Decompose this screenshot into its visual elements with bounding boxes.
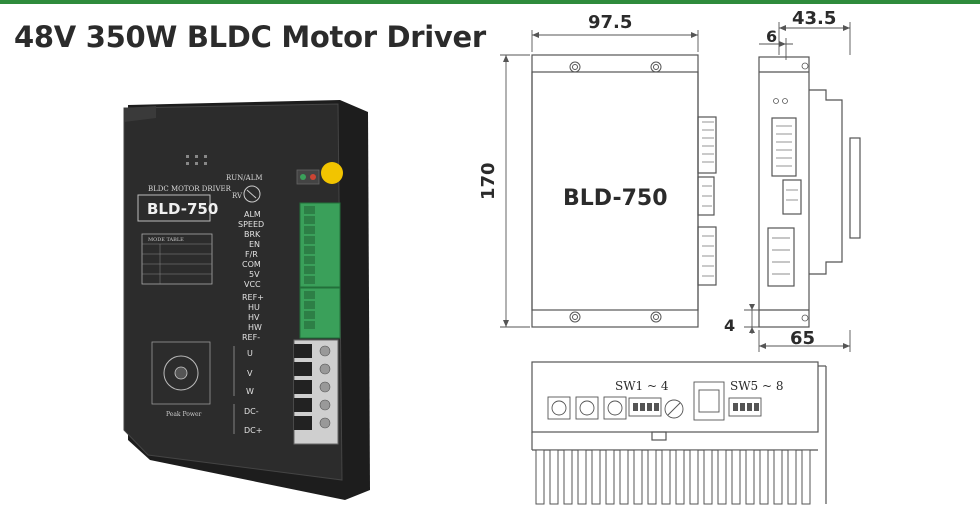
photo-yellow-sticker: [321, 162, 343, 184]
accent-bar: [0, 0, 980, 4]
heatsink-fins: [535, 449, 811, 505]
dim-depth-base: 65: [790, 328, 815, 349]
front-view-model: BLD-750: [563, 186, 668, 211]
dim-width: 97.5: [588, 12, 632, 33]
end-dip-switch-left: [628, 397, 662, 417]
end-sw-left-label: SW1 ~ 4: [615, 379, 669, 393]
photo-peak-power: Peak Power: [166, 411, 202, 418]
photo-label-vcc: VCC: [244, 280, 261, 289]
photo-label-w: W: [246, 387, 254, 396]
photo-label-ref-minus: REF-: [242, 333, 260, 342]
photo-label-brk: BRK: [244, 230, 261, 239]
photo-rv: RV: [232, 192, 243, 200]
dim-offset-top: 6: [766, 27, 777, 46]
photo-mode-table-title: MODE TABLE: [148, 237, 184, 243]
photo-label-com: COM: [242, 260, 261, 269]
front-screw-tr: [650, 61, 662, 73]
photo-label-speed: SPEED: [238, 220, 264, 229]
photo-brand-label: BLDC MOTOR DRIVER: [148, 185, 232, 193]
photo-label-alm: ALM: [244, 210, 261, 219]
front-screw-bl: [569, 311, 581, 323]
photo-label-hu: HU: [248, 303, 260, 312]
front-screw-tl: [569, 61, 581, 73]
photo-label-fr: F/R: [245, 250, 258, 259]
end-view-outline: [531, 361, 819, 433]
end-rj45-port: [693, 381, 725, 421]
photo-label-en: EN: [249, 240, 260, 249]
end-pot-2: [575, 396, 599, 420]
photo-label-u: U: [247, 349, 253, 358]
photo-model-text: BLD-750: [147, 200, 218, 218]
photo-rv-knob: [243, 185, 261, 203]
end-pot-3: [603, 396, 627, 420]
photo-model-plate: [137, 194, 211, 222]
front-screw-br: [650, 311, 662, 323]
photo-label-v: V: [247, 369, 253, 378]
photo-mode-table: [141, 233, 213, 285]
end-dip-switch-right: [728, 397, 762, 417]
photo-label-hw: HW: [248, 323, 262, 332]
photo-label-dc-minus: DC-: [244, 407, 259, 416]
end-pot-1: [547, 396, 571, 420]
photo-label-ref-plus: REF+: [242, 293, 264, 302]
end-sw-right-label: SW5 ~ 8: [730, 379, 784, 393]
photo-peak-dial: [163, 355, 199, 391]
photo-label-dc-plus: DC+: [244, 426, 262, 435]
dim-offset-bottom: 4: [724, 316, 735, 335]
photo-run-alm: RUN/ALM: [226, 174, 263, 182]
page-title: 48V 350W BLDC Motor Driver: [14, 20, 486, 54]
photo-dial-box: [151, 341, 211, 405]
dim-depth-total: 43.5: [792, 8, 836, 29]
photo-label-5v: 5V: [249, 270, 260, 279]
dim-height: 170: [478, 162, 499, 200]
photo-label-hv: HV: [248, 313, 260, 322]
end-rv-knob: [664, 399, 684, 419]
